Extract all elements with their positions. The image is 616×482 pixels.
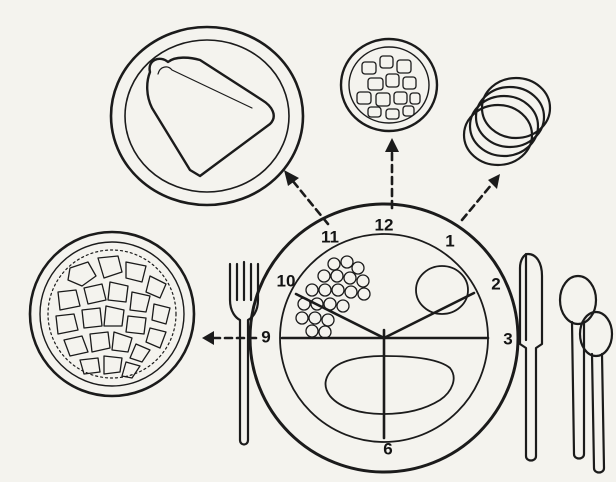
arrow-to-glass <box>462 184 492 220</box>
clock-number-9: 9 <box>261 327 270 346</box>
clock-number-2: 2 <box>491 274 500 293</box>
meat-icon <box>326 356 454 414</box>
clock-number-10: 10 <box>277 271 296 290</box>
arrowhead-bowl <box>385 138 399 152</box>
plate-divider-lines <box>282 293 488 438</box>
knife-icon <box>520 254 542 461</box>
bread-plate <box>111 27 303 205</box>
direction-arrows <box>202 138 500 345</box>
bread-slice-icon <box>147 58 273 176</box>
soup-spoon-icon <box>560 276 596 459</box>
clock-number-1: 1 <box>445 231 454 250</box>
clock-number-11: 11 <box>321 227 339 246</box>
salad-plate <box>30 232 194 396</box>
fruit-pieces-icon <box>357 56 420 119</box>
salad-pieces-icon <box>56 256 170 378</box>
arrowhead-bread <box>284 170 299 186</box>
dinner-plate: 12 1 2 3 6 9 10 11 <box>250 204 518 472</box>
potato-icon <box>416 266 468 314</box>
clock-number-6: 6 <box>383 439 392 458</box>
drinking-glass <box>464 78 550 165</box>
arrowhead-salad <box>202 331 214 345</box>
clock-number-3: 3 <box>503 329 512 348</box>
dessert-bowl <box>341 39 437 131</box>
clock-number-12: 12 <box>375 215 394 234</box>
fork-icon <box>230 262 258 445</box>
